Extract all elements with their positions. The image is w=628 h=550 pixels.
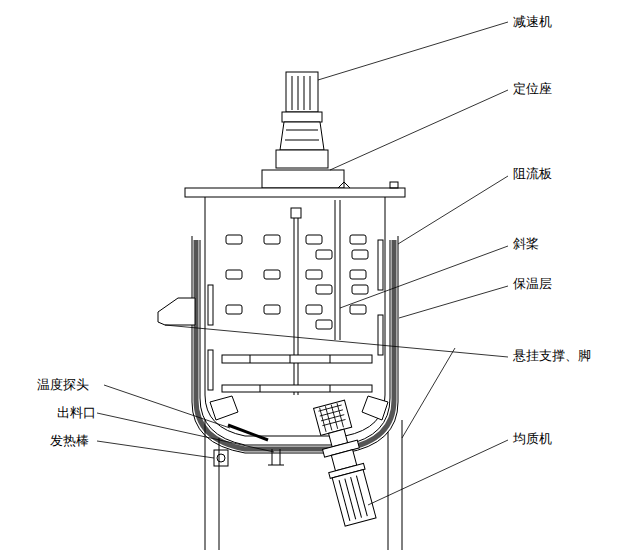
part-label: 减速机 (513, 14, 552, 30)
part-label: 出料口 (57, 405, 96, 421)
part-label: 定位座 (513, 81, 552, 97)
part-label: 保温层 (513, 276, 552, 292)
part-label: 悬挂支撑、脚 (513, 348, 591, 364)
part-label: 阻流板 (513, 166, 552, 182)
part-label: 均质机 (513, 431, 552, 447)
part-label: 斜桨 (513, 236, 539, 252)
part-label: 发热棒 (50, 433, 89, 449)
part-label: 温度探头 (37, 377, 89, 393)
